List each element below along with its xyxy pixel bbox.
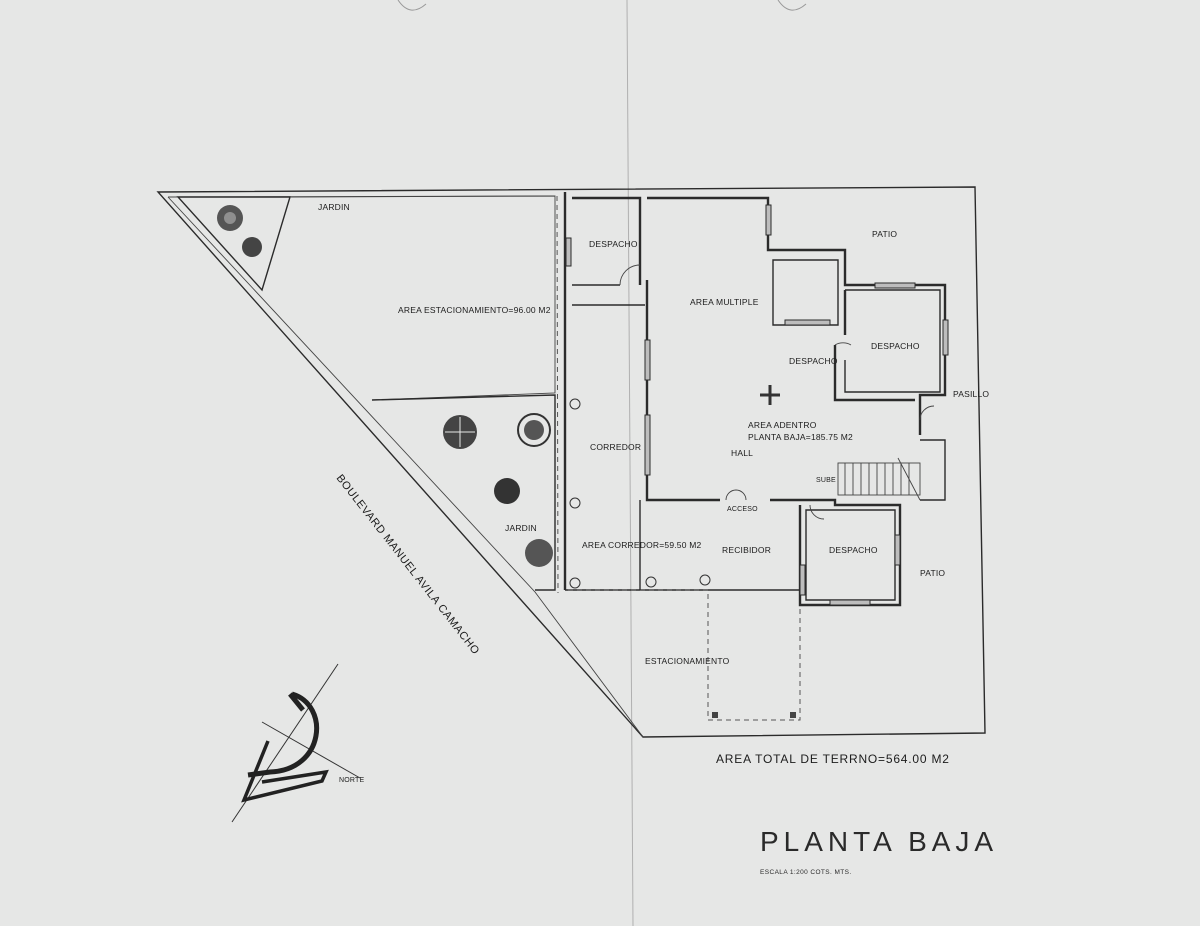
column	[569, 577, 581, 589]
column	[569, 398, 581, 410]
north-arrow: NORTE	[231, 663, 365, 823]
label-despacho-2: DESPACHO	[789, 356, 838, 366]
shrub-icon	[242, 237, 262, 257]
label-estacionamiento: ESTACIONAMIENTO	[645, 656, 730, 666]
cross-symbol	[760, 385, 780, 405]
door-swing	[834, 342, 852, 346]
window	[565, 237, 572, 267]
label-despacho-4: DESPACHO	[829, 545, 878, 555]
window	[644, 414, 651, 476]
column	[699, 574, 711, 586]
window	[874, 282, 916, 289]
paper-fold	[626, 0, 634, 926]
tree-icon	[517, 413, 551, 447]
label-patio-top: PATIO	[872, 229, 897, 239]
window	[765, 204, 772, 236]
label-area-estacionamiento: AREA ESTACIONAMIENTO=96.00 M2	[398, 305, 551, 315]
label-jardin-mid: JARDIN	[505, 523, 537, 533]
entry-door	[725, 489, 747, 501]
window	[784, 319, 831, 326]
plan-title: PLANTA BAJA	[760, 826, 999, 857]
door-swing	[619, 264, 641, 286]
label-sube: SUBE	[816, 477, 836, 484]
label-area-corredor: AREA CORREDOR=59.50 M2	[582, 540, 702, 550]
column	[569, 497, 581, 509]
garden-top	[176, 196, 291, 292]
total-area: AREA TOTAL DE TERRNO=564.00 M2	[716, 752, 950, 766]
label-patio-right: PATIO	[920, 568, 945, 578]
north-label: NORTE	[339, 777, 365, 784]
column	[645, 576, 657, 588]
label-despacho-3: DESPACHO	[871, 341, 920, 351]
garden-mid	[371, 394, 556, 591]
window	[894, 534, 901, 566]
binder-mark-right	[777, 0, 807, 11]
door-swing	[919, 405, 935, 421]
window	[829, 599, 871, 606]
tree-icon	[217, 205, 243, 231]
label-area-multiple: AREA MULTIPLE	[690, 297, 759, 307]
building-walls	[563, 192, 949, 721]
stairs	[837, 457, 921, 501]
label-acceso: ACCESO	[727, 506, 758, 513]
window	[942, 319, 949, 356]
label-hall: HALL	[731, 448, 753, 458]
window	[644, 339, 651, 381]
label-recibidor: RECIBIDOR	[722, 545, 771, 555]
palm-icon	[494, 478, 520, 504]
tree-icon	[525, 539, 553, 567]
label-despacho-1: DESPACHO	[589, 239, 638, 249]
label-area-adentro: AREA ADENTRO	[748, 420, 817, 430]
plan-scale: ESCALA 1:200 COTS. MTS.	[760, 869, 852, 876]
street-name: BOULEVARD MANUEL AVILA CAMACHO	[334, 472, 482, 657]
label-pasillo: PASILLO	[953, 389, 989, 399]
lot-boundary	[156, 186, 986, 738]
parking-area	[289, 195, 559, 594]
binder-mark-left	[397, 0, 427, 11]
label-jardin-top: JARDIN	[318, 202, 350, 212]
window	[799, 564, 806, 596]
label-corredor: CORREDOR	[590, 442, 641, 452]
door-swing	[809, 504, 825, 520]
label-planta-baja-area: PLANTA BAJA=185.75 M2	[748, 432, 853, 442]
